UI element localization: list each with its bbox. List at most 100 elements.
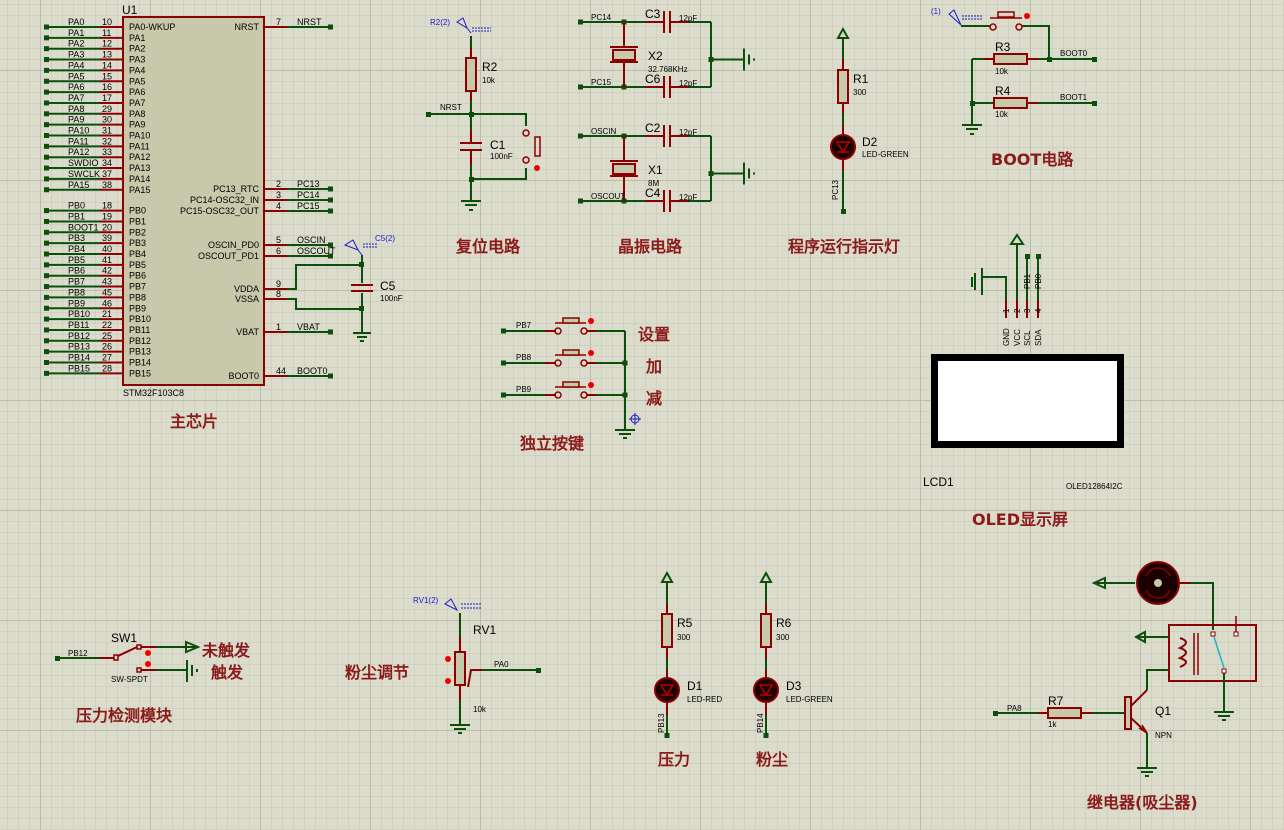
mcu-pin-number: 15 <box>102 71 112 81</box>
capacitor-value: 12pF <box>679 128 697 137</box>
led-ref: D3 <box>786 679 802 693</box>
mcu-pin-name: PB14 <box>129 358 151 368</box>
mcu-pin-net: PA12 <box>68 147 89 157</box>
r4-ref: R4 <box>995 84 1011 98</box>
mcu-pin-number: 34 <box>102 158 112 168</box>
mcu-pin-number: 30 <box>102 115 112 125</box>
mcu-pin-net: PB11 <box>68 320 89 330</box>
reset-circuit[interactable]: R2(2) R2 10k NRST C1 100nF <box>426 17 541 211</box>
r1-resistor[interactable] <box>837 69 849 104</box>
mcu-pin-number: 12 <box>102 39 112 49</box>
reset-button[interactable] <box>534 136 541 157</box>
led-net: PB14 <box>756 713 765 733</box>
r3-resistor[interactable] <box>993 53 1028 65</box>
mcu-body[interactable] <box>122 16 265 386</box>
c5-decoupling[interactable]: C5 100nF C5(2) <box>287 234 403 342</box>
run-led-circuit[interactable]: R1 300 D2 LED-GREEN PC13 <box>830 26 909 214</box>
oled-screen[interactable] <box>938 361 1117 441</box>
mcu-pin-number: 39 <box>102 233 112 243</box>
capacitor-ref: C3 <box>645 7 661 21</box>
sw1-lever[interactable] <box>117 646 138 657</box>
boot-circuit[interactable]: (1) R3 10k BOOT0 R4 10k BOOT1 <box>931 7 1097 135</box>
mcu-pin-name: PA14 <box>129 174 150 184</box>
r2-resistor[interactable] <box>465 57 477 92</box>
mcu-pin-name: PA8 <box>129 109 145 119</box>
relay-body[interactable] <box>1168 624 1257 682</box>
mcu-pin-number: 27 <box>102 353 112 363</box>
probe-icon <box>948 9 962 26</box>
dust-pot[interactable]: RV1(2) PA0 RV1 10k <box>413 596 541 734</box>
relay-circuit[interactable]: PA8 R7 1k Q1 NPN <box>993 561 1257 777</box>
section-title-dust-adjust: 粉尘调节 <box>345 663 409 682</box>
led-d2[interactable] <box>830 134 856 160</box>
mcu-pin-net: PA4 <box>68 60 84 70</box>
key-net: PB8 <box>516 353 532 362</box>
pressure-switch[interactable]: PB12 SW1 SW-SPDT 未触发 触发 <box>55 631 251 684</box>
rv1-potentiometer[interactable] <box>454 651 466 686</box>
oled-pin-number: 3 <box>1023 308 1032 313</box>
boot-button[interactable] <box>997 11 1015 18</box>
r4-resistor[interactable] <box>993 97 1028 109</box>
mcu-pin-name: PB5 <box>129 260 146 270</box>
mcu-pin-name: PA5 <box>129 76 145 86</box>
r7-resistor[interactable] <box>1047 707 1082 719</box>
q1-transistor[interactable] <box>1124 696 1132 730</box>
mcu-pin-name: VBAT <box>236 327 259 337</box>
